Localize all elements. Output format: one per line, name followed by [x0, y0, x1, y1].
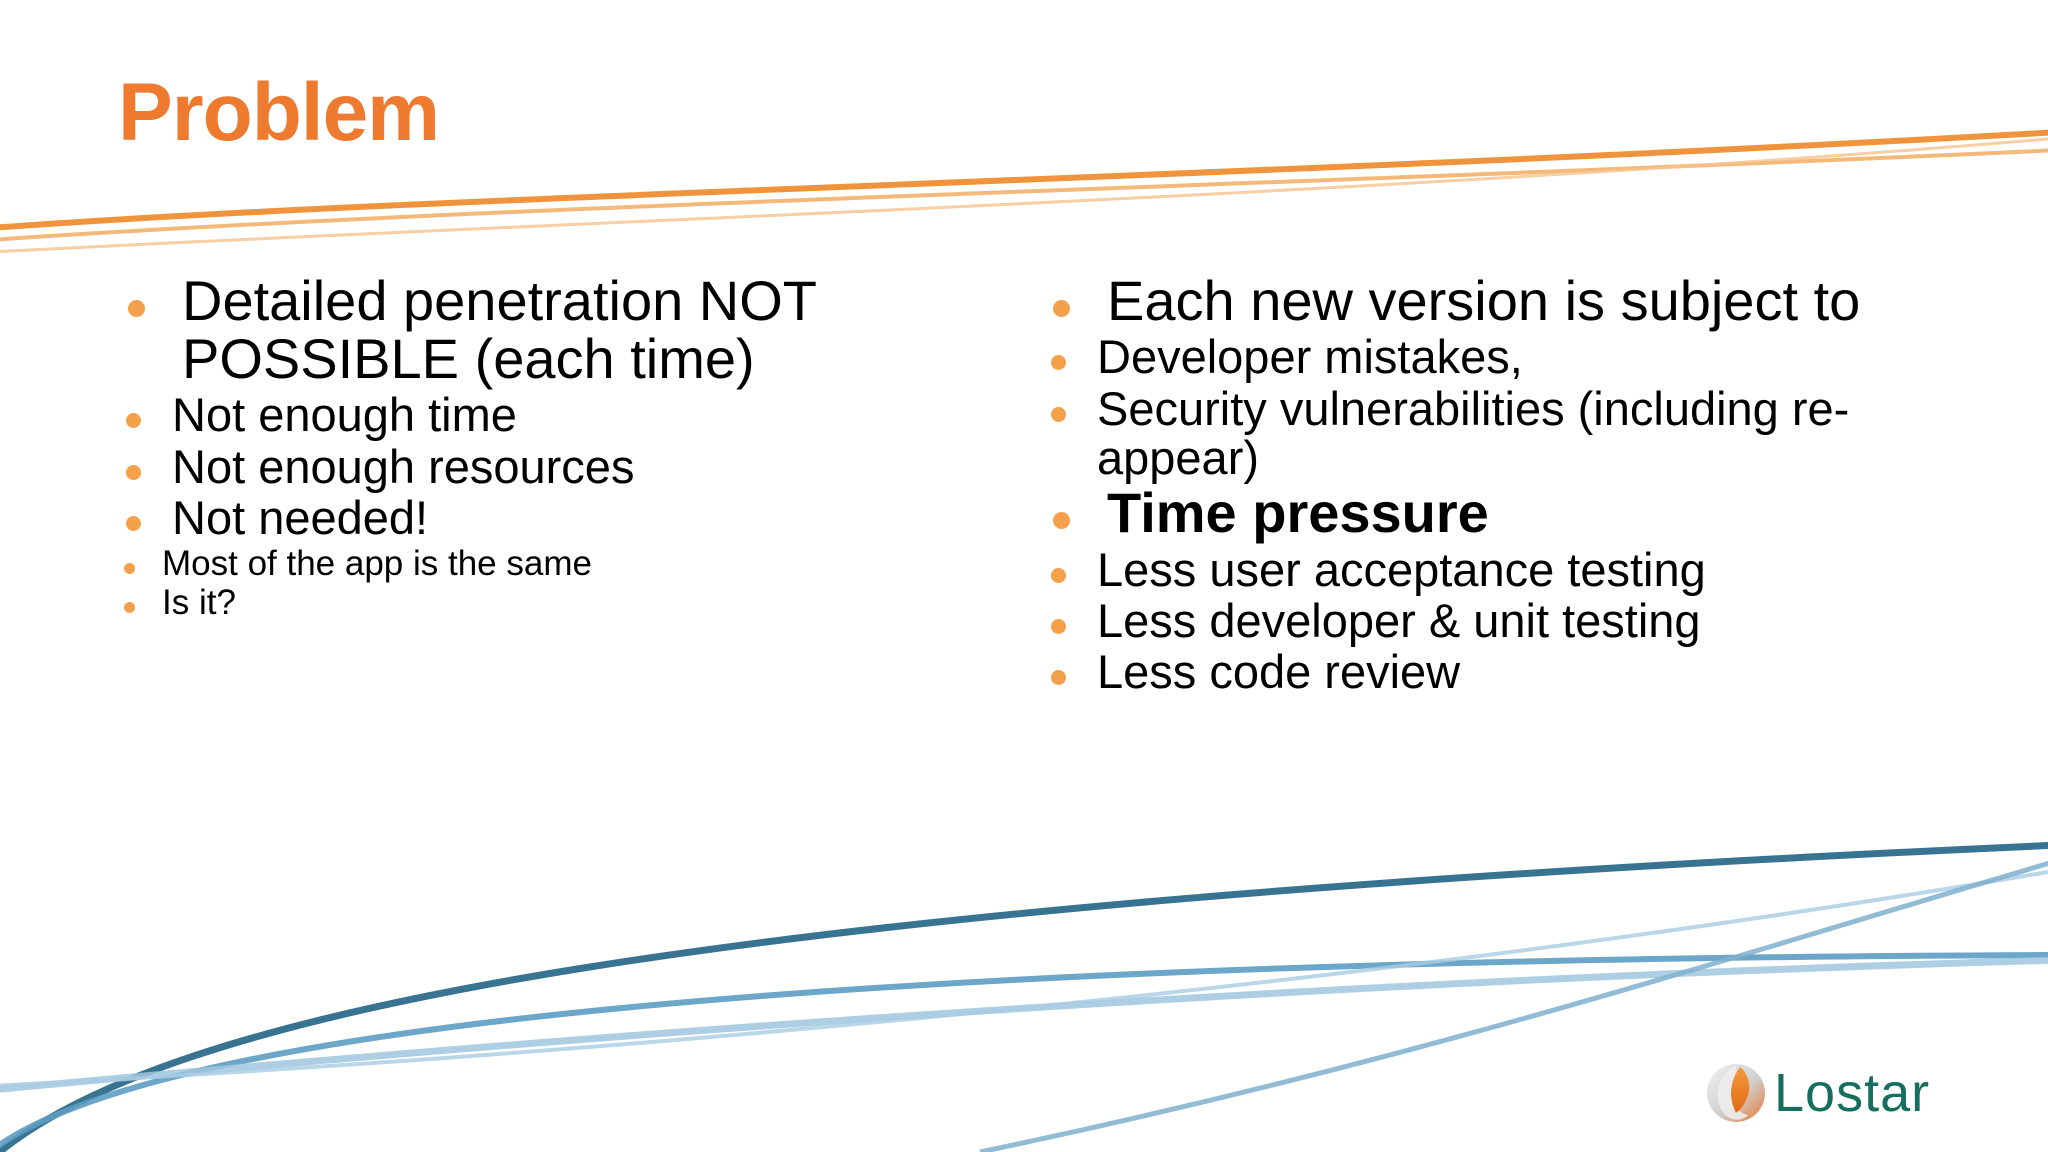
- bullet-dot-icon: [1053, 300, 1070, 317]
- lostar-logo: Lostar: [1700, 1052, 1968, 1134]
- list-item-label: Each new version is subject to: [1107, 269, 1861, 332]
- list-item-label: Detailed penetration NOT POSSIBLE (each …: [182, 269, 816, 391]
- list-item-label: Less developer & unit testing: [1097, 593, 1701, 647]
- bullet-dot-icon: [128, 300, 145, 317]
- bullet-list-level1-right-a: Each new version is subject to: [1035, 269, 1890, 332]
- bullet-dot-icon: [126, 464, 141, 480]
- list-item-label: Less code review: [1097, 645, 1461, 699]
- bullet-list-level2-right-a: Developer mistakes, Security vulnerabili…: [1035, 332, 1890, 482]
- list-item-label: Not needed!: [172, 491, 429, 545]
- list-item: Not enough resources: [110, 439, 940, 493]
- bullet-dot-icon: [1051, 406, 1066, 422]
- list-item-label: Not enough resources: [172, 439, 635, 493]
- bullet-dot-icon: [1051, 618, 1066, 634]
- list-item: Developer mistakes,: [1035, 330, 1890, 384]
- bullet-dot-icon: [1051, 567, 1066, 583]
- bullet-list-level3-left: Most of the app is the same Is it?: [110, 543, 940, 623]
- list-item: Not enough time: [110, 388, 940, 442]
- list-item: Less user acceptance testing: [1035, 542, 1890, 596]
- list-item-label: Security vulnerabilities (including re-a…: [1097, 381, 1850, 484]
- list-item: Less developer & unit testing: [1035, 593, 1890, 647]
- list-item: Most of the app is the same: [110, 543, 940, 584]
- lostar-logo-text: Lostar: [1774, 1063, 1931, 1123]
- list-item: Is it?: [110, 583, 940, 623]
- list-item: Security vulnerabilities (including re-a…: [1035, 381, 1890, 484]
- bullet-dot-icon: [1051, 670, 1066, 686]
- bullet-list-level1-right-b: Time pressure: [1035, 484, 1890, 542]
- list-item: Time pressure: [1035, 484, 1890, 542]
- list-item-label: Not enough time: [172, 388, 517, 442]
- list-item-label: Most of the app is the same: [162, 543, 592, 583]
- bullet-dot-icon: [124, 602, 135, 613]
- content-column-left: Detailed penetration NOT POSSIBLE (each …: [110, 269, 940, 624]
- list-item: Detailed penetration NOT POSSIBLE (each …: [110, 269, 940, 391]
- bullet-dot-icon: [126, 516, 141, 532]
- bullet-list-level2-right-b: Less user acceptance testing Less develo…: [1035, 542, 1890, 699]
- list-item-label: Developer mistakes,: [1097, 330, 1523, 384]
- list-item-label: Less user acceptance testing: [1097, 542, 1706, 596]
- bullet-dot-icon: [1053, 512, 1070, 530]
- bullet-dot-icon: [126, 413, 141, 429]
- content-column-right: Each new version is subject to Developer…: [1035, 269, 1890, 699]
- bullet-list-level2-left: Not enough time Not enough resources Not…: [110, 388, 940, 545]
- bullet-dot-icon: [1051, 355, 1066, 371]
- bullet-list-level1-left: Detailed penetration NOT POSSIBLE (each …: [110, 269, 940, 391]
- list-item-label: Time pressure: [1107, 481, 1489, 545]
- list-item: Less code review: [1035, 645, 1890, 699]
- list-item: Not needed!: [110, 491, 940, 545]
- list-item-label: Is it?: [162, 583, 236, 622]
- lostar-globe-icon: [1707, 1064, 1765, 1122]
- page-title: Problem: [118, 67, 440, 158]
- bullet-dot-icon: [124, 562, 135, 574]
- list-item: Each new version is subject to: [1035, 269, 1890, 332]
